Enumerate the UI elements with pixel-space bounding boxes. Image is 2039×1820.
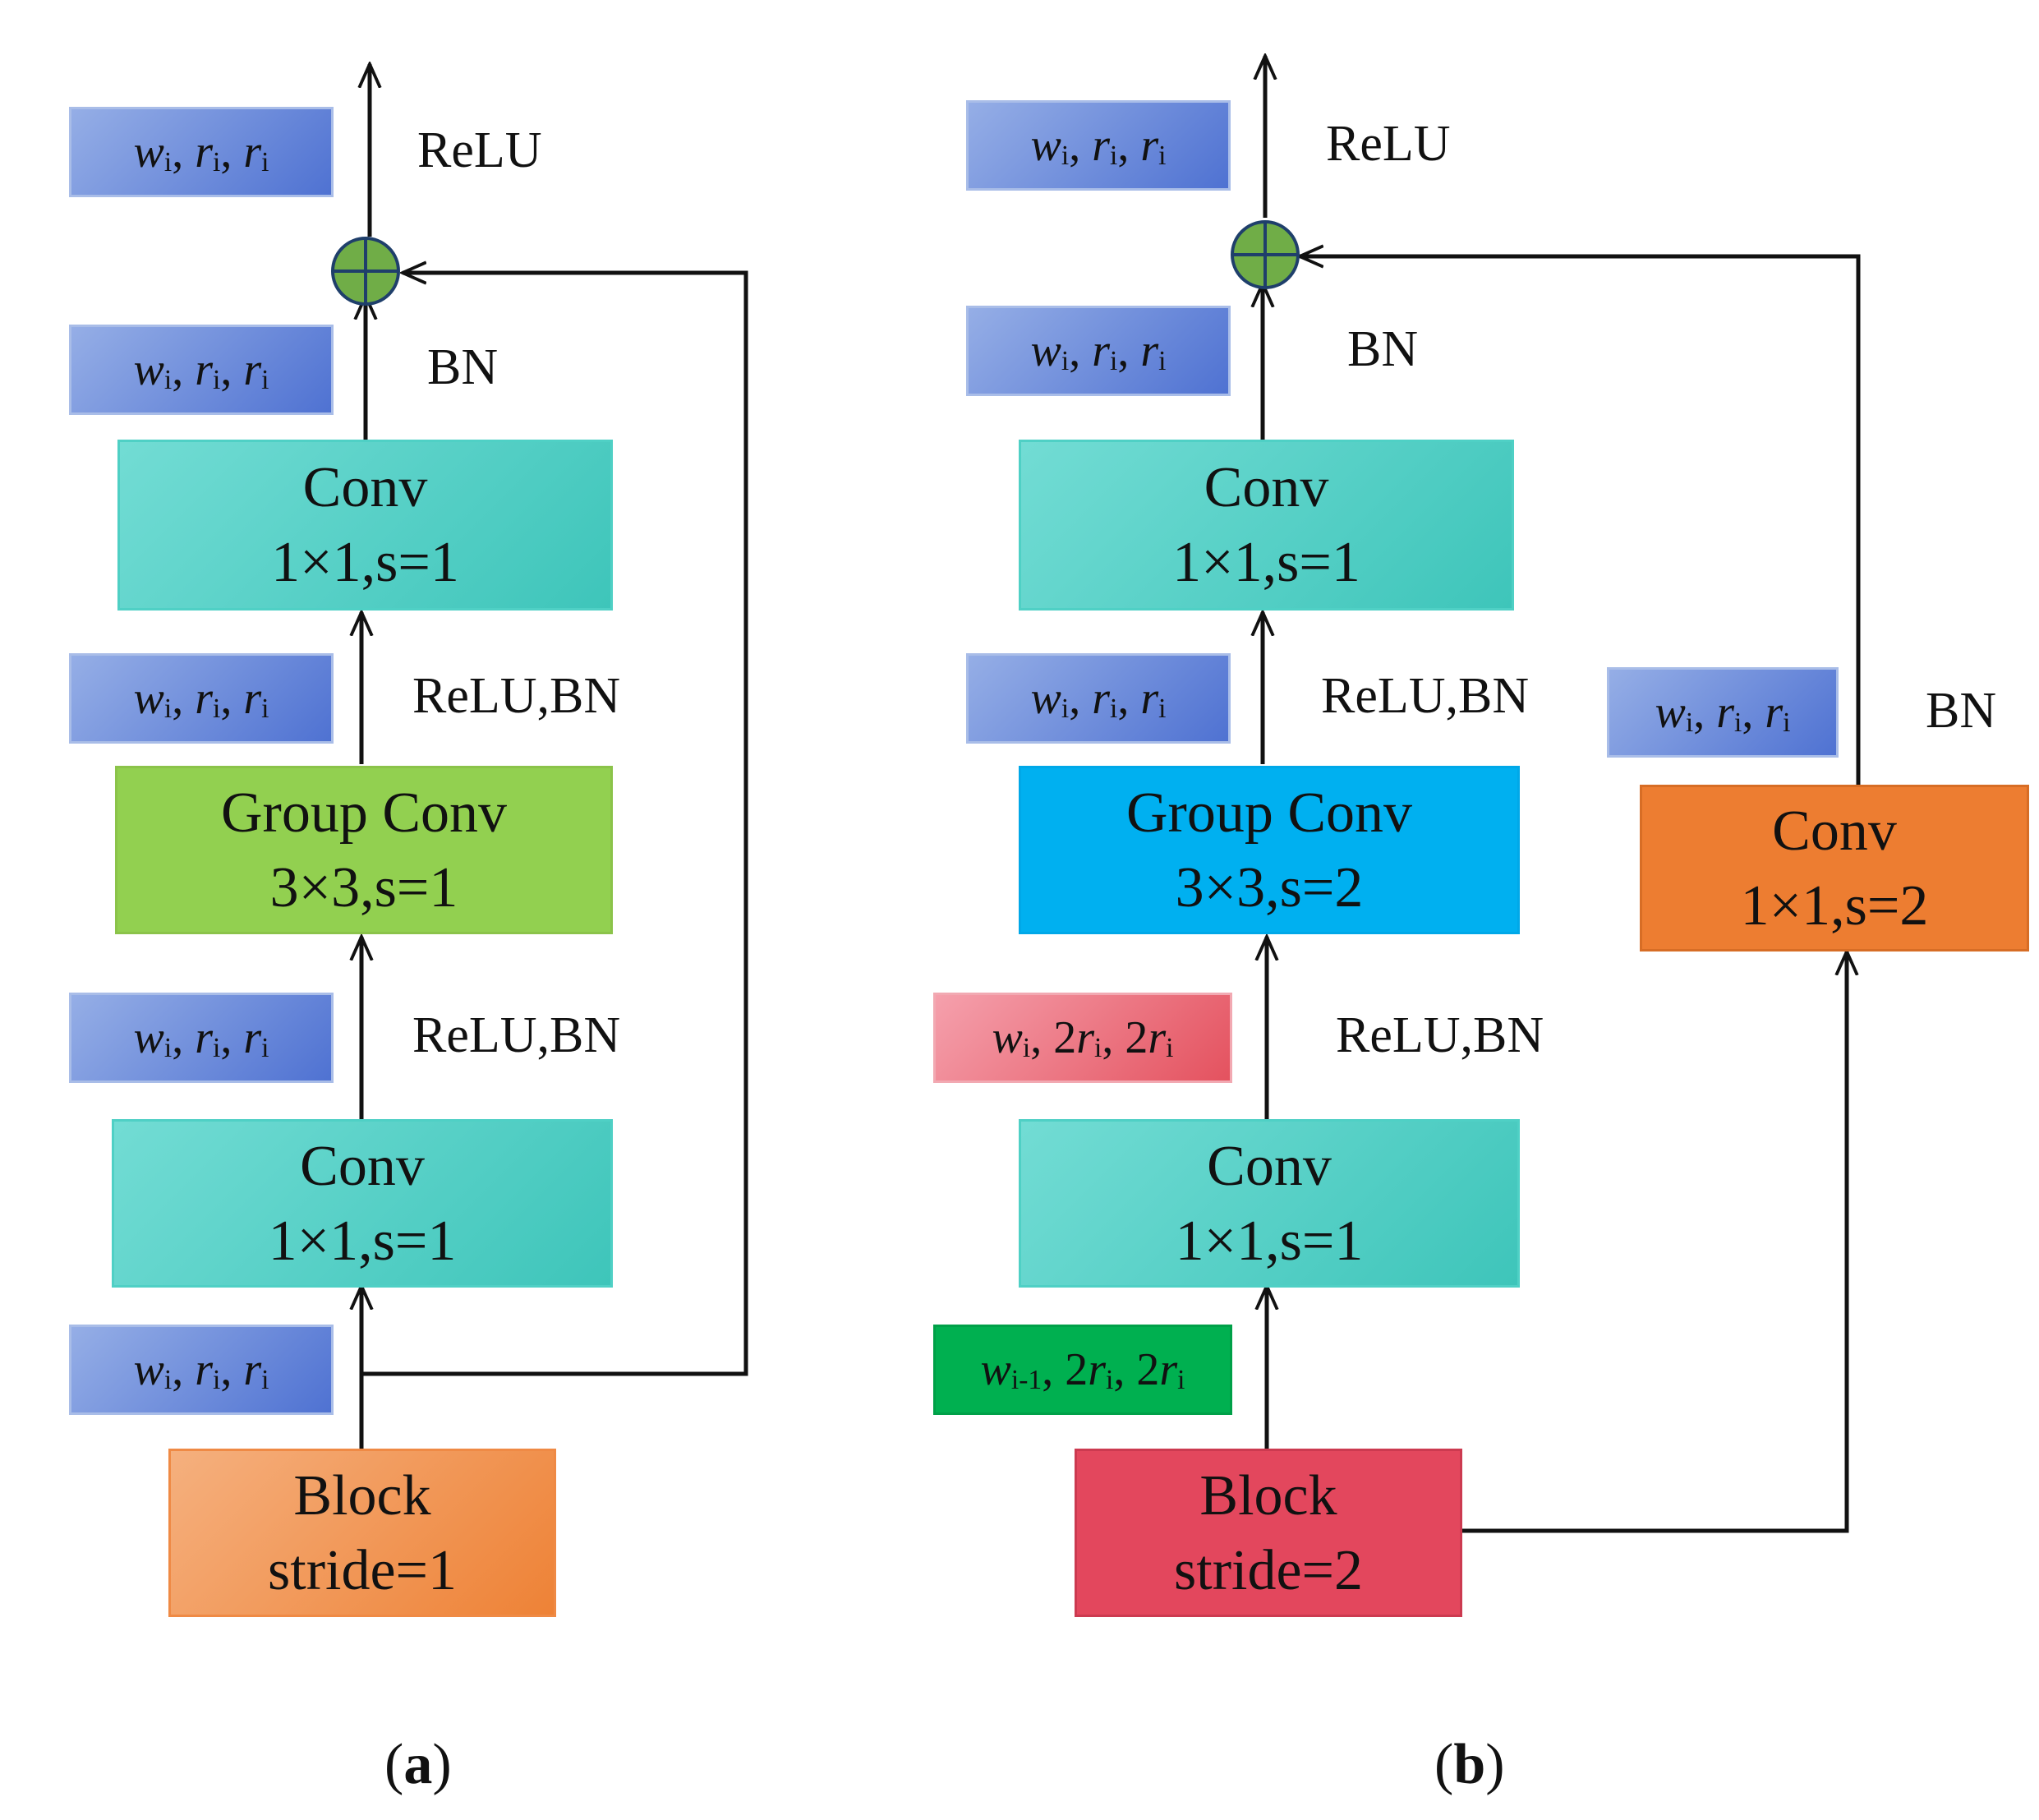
b-shortcut-to-conv bbox=[1462, 951, 1847, 1533]
b-dim-label-bn: wi, ri, ri bbox=[966, 306, 1231, 396]
b-conv-lower: Conv 1×1,s=1 bbox=[1019, 1119, 1520, 1288]
a-dim-label-input: wi, ri, ri bbox=[69, 1325, 334, 1415]
b-dim-label-relu-bn-upper: wi, ri, ri bbox=[966, 653, 1231, 744]
a-caption: (a) bbox=[384, 1733, 452, 1796]
a-dim-label-bn: wi, ri, ri bbox=[69, 325, 334, 415]
a-dim-label-top: wi, ri, ri bbox=[69, 107, 334, 197]
a-label-bn: BN bbox=[427, 339, 499, 395]
b-dim-label-shortcut: wi, ri, ri bbox=[1607, 667, 1839, 758]
a-label-relu-top: ReLU bbox=[417, 122, 542, 178]
a-add-node bbox=[331, 237, 400, 306]
b-shortcut-conv: Conv 1×1,s=2 bbox=[1640, 785, 2029, 951]
b-shortcut-to-add bbox=[1300, 256, 1861, 785]
b-dim-label-input: wi-1, 2ri, 2ri bbox=[933, 1325, 1232, 1415]
b-label-bn: BN bbox=[1347, 321, 1419, 377]
a-block: Block stride=1 bbox=[168, 1449, 556, 1617]
b-label-relu-top: ReLU bbox=[1326, 116, 1451, 172]
b-group-conv: Group Conv 3×3,s=2 bbox=[1019, 766, 1520, 934]
a-group-conv: Group Conv 3×3,s=1 bbox=[115, 766, 613, 934]
b-caption: (b) bbox=[1434, 1733, 1505, 1796]
a-skip-connection bbox=[361, 273, 748, 1376]
b-label-relu-bn-upper: ReLU,BN bbox=[1321, 668, 1530, 724]
a-dim-label-relu-bn-upper: wi, ri, ri bbox=[69, 653, 334, 744]
a-conv-upper: Conv 1×1,s=1 bbox=[117, 440, 613, 611]
b-block: Block stride=2 bbox=[1075, 1449, 1462, 1617]
a-conv-lower: Conv 1×1,s=1 bbox=[112, 1119, 613, 1288]
a-label-relu-bn-upper: ReLU,BN bbox=[412, 668, 621, 724]
b-add-node bbox=[1231, 220, 1300, 289]
a-dim-label-relu-bn-lower: wi, ri, ri bbox=[69, 993, 334, 1083]
b-label-relu-bn-lower: ReLU,BN bbox=[1336, 1007, 1544, 1063]
b-label-bn-shortcut: BN bbox=[1926, 683, 1997, 739]
a-label-relu-bn-lower: ReLU,BN bbox=[412, 1007, 621, 1063]
b-dim-label-top: wi, ri, ri bbox=[966, 100, 1231, 191]
b-dim-label-relu-bn-lower: wi, 2ri, 2ri bbox=[933, 993, 1232, 1083]
b-conv-upper: Conv 1×1,s=1 bbox=[1019, 440, 1514, 611]
